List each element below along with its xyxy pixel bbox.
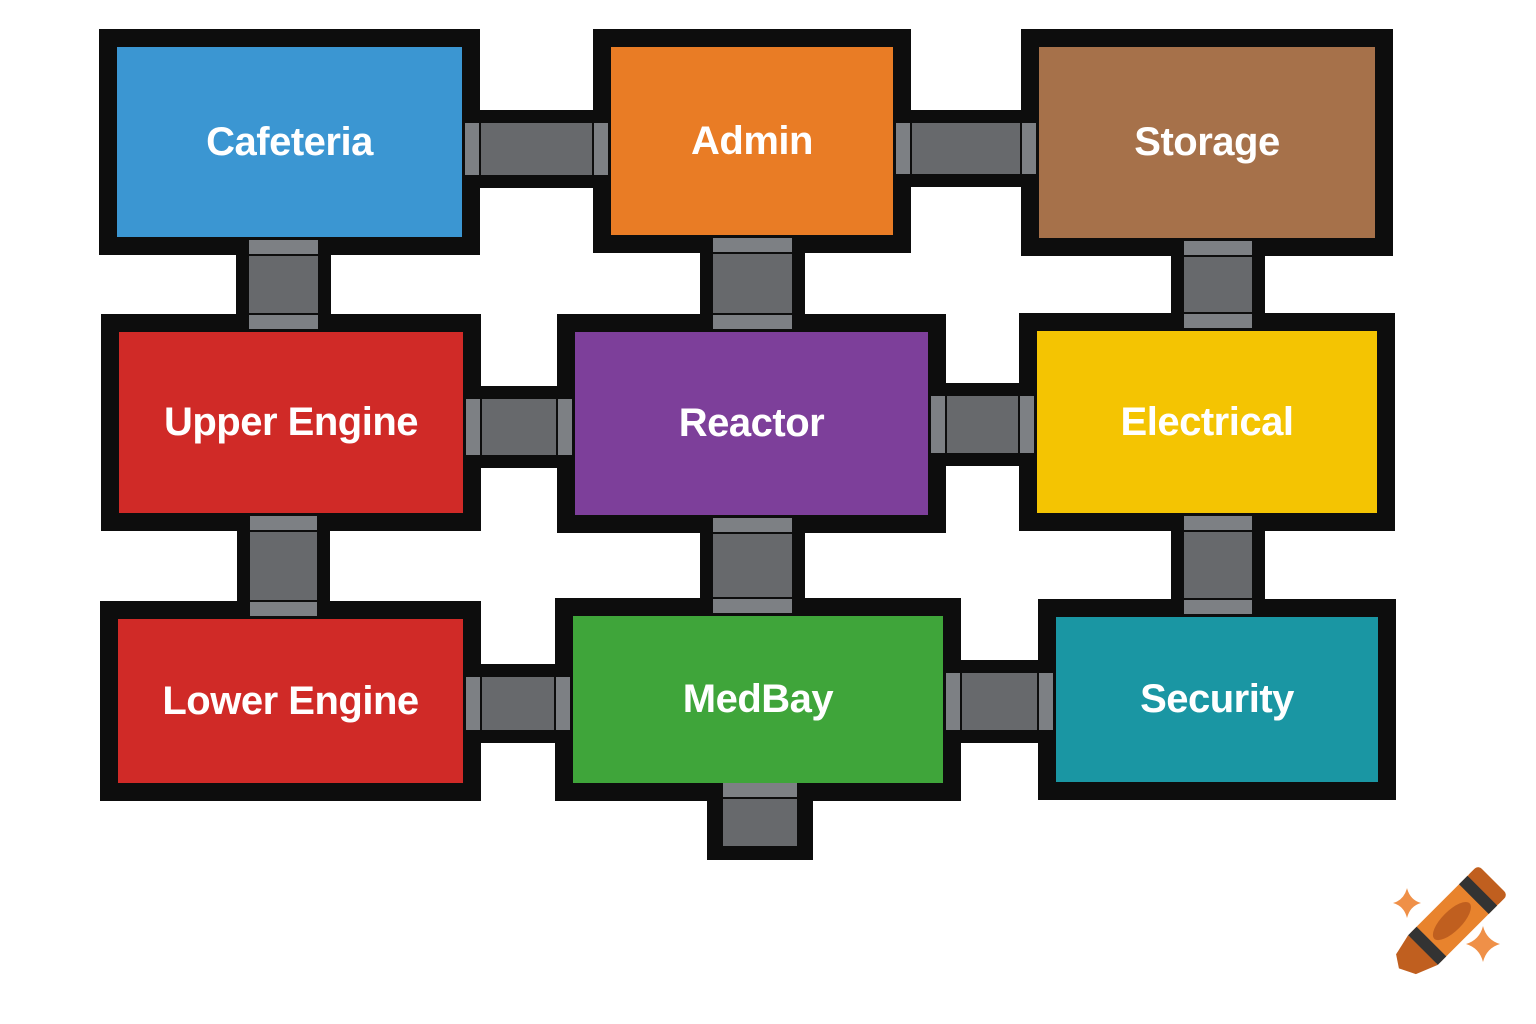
room-upper-engine: Upper Engine <box>119 332 463 513</box>
room-label-electrical: Electrical <box>1120 399 1294 444</box>
door-cap <box>250 516 317 530</box>
door-cap <box>466 399 480 455</box>
corridor-upper-engine-reactor <box>463 386 575 468</box>
corridor-cafeteria-upper-engine <box>236 237 331 332</box>
corridor-medbay-dead-end <box>707 781 813 860</box>
room-label-cafeteria: Cafeteria <box>206 119 373 164</box>
room-label-storage: Storage <box>1134 120 1280 164</box>
door-cap <box>465 123 479 175</box>
room-electrical: Electrical <box>1037 331 1377 513</box>
door-cap <box>713 599 792 613</box>
corridor-body <box>723 799 797 846</box>
corridor-body <box>713 534 792 597</box>
corridor-upper-engine-lower-engine <box>237 513 330 619</box>
corridor-lower-engine-medbay <box>463 664 573 743</box>
crayon-icon <box>1396 867 1506 975</box>
corridor-reactor-electrical <box>928 383 1037 466</box>
corridor-storage-electrical <box>1171 238 1265 331</box>
room-admin: Admin <box>611 47 893 235</box>
door-cap <box>1184 241 1252 255</box>
door-cap <box>713 518 792 532</box>
door-cap <box>713 238 792 252</box>
room-storage: Storage <box>1039 47 1375 238</box>
corridor-cafeteria-admin <box>462 110 611 188</box>
corridor-admin-reactor <box>700 235 805 332</box>
room-label-upper-engine: Upper Engine <box>163 400 419 444</box>
corridor-body <box>481 123 592 175</box>
room-security: Security <box>1056 617 1378 782</box>
door-cap <box>713 315 792 329</box>
corridor-body <box>250 532 317 600</box>
door-cap <box>896 123 910 174</box>
door-cap <box>558 399 572 455</box>
corridor-body <box>1184 257 1252 312</box>
door-cap <box>594 123 608 175</box>
corridor-body <box>482 677 554 730</box>
corridor-body <box>713 254 792 313</box>
craiyon-crayon-logo <box>1393 867 1506 975</box>
door-cap <box>723 783 797 797</box>
room-lower-engine: Lower Engine <box>118 619 463 783</box>
corridor-admin-storage <box>893 110 1039 187</box>
room-label-lower-engine: Lower Engine <box>162 678 419 723</box>
sparkle-icon <box>1393 888 1421 918</box>
corridor-body <box>249 256 318 313</box>
corridor-reactor-medbay <box>700 515 805 616</box>
corridor-body <box>482 399 556 455</box>
door-cap <box>249 240 318 254</box>
room-reactor: Reactor <box>575 332 928 515</box>
door-cap <box>1020 396 1034 453</box>
sparkle-icon <box>1466 926 1500 962</box>
room-label-admin: Admin <box>691 118 813 163</box>
door-cap <box>1022 123 1036 174</box>
room-label-reactor: Reactor <box>678 401 825 445</box>
door-cap <box>556 677 570 730</box>
door-cap <box>1184 600 1252 614</box>
door-cap <box>946 673 960 730</box>
corridor-electrical-security <box>1171 513 1265 617</box>
corridor-body <box>912 123 1020 174</box>
room-label-medbay: MedBay <box>682 677 834 721</box>
door-cap <box>249 315 318 329</box>
corridor-body <box>947 396 1018 453</box>
corridor-body <box>962 673 1037 730</box>
door-cap <box>1039 673 1053 730</box>
room-medbay: MedBay <box>573 616 943 783</box>
corridor-body <box>1184 532 1252 598</box>
door-cap <box>1184 516 1252 530</box>
room-cafeteria: Cafeteria <box>117 47 462 237</box>
door-cap <box>1184 314 1252 328</box>
door-cap <box>466 677 480 730</box>
room-label-security: Security <box>1140 677 1294 721</box>
door-cap <box>250 602 317 616</box>
corridor-medbay-security <box>943 660 1056 743</box>
door-cap <box>931 396 945 453</box>
